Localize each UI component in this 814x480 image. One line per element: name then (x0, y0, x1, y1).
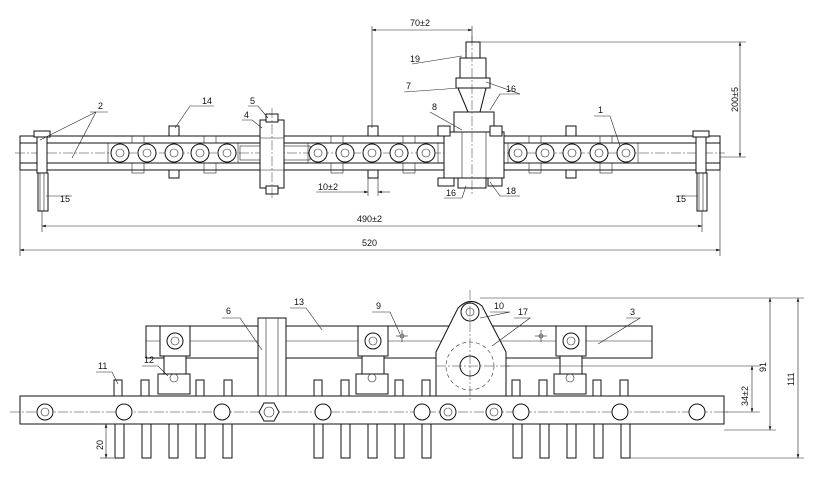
svg-text:70±2: 70±2 (410, 18, 430, 28)
svg-text:490±2: 490±2 (357, 214, 382, 224)
roller-group-right (507, 125, 639, 179)
svg-text:7: 7 (406, 81, 411, 91)
vertical-clamp (257, 317, 287, 397)
svg-text:15: 15 (60, 194, 70, 204)
svg-text:5: 5 (250, 96, 255, 106)
svg-text:14: 14 (202, 96, 212, 106)
dim-520: 520 (19, 170, 721, 256)
svg-text:16: 16 (446, 188, 456, 198)
svg-text:11: 11 (98, 361, 107, 371)
svg-text:8: 8 (432, 102, 437, 112)
svg-text:9: 9 (376, 301, 381, 311)
front-view: 20 34±2 91 111 6 13 (10, 290, 804, 459)
svg-text:13: 13 (294, 297, 304, 307)
dim-34: 34±2 (506, 365, 760, 413)
lower-pins (114, 423, 631, 459)
svg-text:2: 2 (98, 101, 103, 111)
svg-text:10: 10 (494, 301, 504, 311)
svg-text:200±5: 200±5 (730, 87, 740, 112)
clamp-block (239, 108, 311, 200)
front-view-labels: 6 13 9 10 17 3 11 12 (96, 297, 642, 385)
svg-text:20: 20 (95, 440, 105, 450)
dim-70: 70±2 (371, 18, 473, 128)
svg-text:15: 15 (676, 194, 686, 204)
dim-490: 490±2 (41, 211, 703, 232)
svg-text:12: 12 (144, 355, 154, 365)
carriage-left (157, 325, 191, 395)
dim-111: 111 (630, 297, 804, 459)
svg-text:91: 91 (758, 362, 768, 372)
drive-plate (435, 290, 510, 400)
top-view: 70±2 200±5 10±2 490±2 520 (15, 18, 746, 256)
dim-91: 91 (480, 297, 776, 431)
dim-20: 20 (95, 423, 114, 459)
svg-text:17: 17 (518, 307, 528, 317)
carriage-middle (355, 325, 389, 395)
roller-group-middle (307, 125, 439, 179)
roller-group-left (107, 125, 239, 179)
svg-text:19: 19 (410, 54, 420, 64)
upper-teeth (113, 379, 629, 397)
crosshair-marks (396, 330, 547, 342)
svg-text:34±2: 34±2 (740, 386, 750, 406)
top-view-labels: 2 14 5 4 19 7 8 16 1 15 15 16 (39, 54, 698, 204)
svg-text:16: 16 (506, 84, 516, 94)
bottom-bar (19, 395, 725, 425)
svg-text:6: 6 (226, 306, 231, 316)
end-bolt-left (33, 130, 51, 212)
drive-assembly (437, 36, 505, 196)
svg-text:18: 18 (506, 186, 516, 196)
dim-200: 200±5 (480, 41, 746, 158)
bar-holes (36, 402, 706, 422)
end-bolt-right (692, 130, 710, 212)
svg-text:10±2: 10±2 (318, 182, 338, 192)
svg-text:4: 4 (244, 110, 249, 120)
carriage-right (553, 325, 587, 395)
svg-text:520: 520 (362, 238, 377, 248)
svg-text:1: 1 (598, 105, 603, 115)
svg-text:111: 111 (786, 372, 796, 386)
dim-10: 10±2 (316, 178, 390, 196)
svg-text:3: 3 (630, 307, 635, 317)
